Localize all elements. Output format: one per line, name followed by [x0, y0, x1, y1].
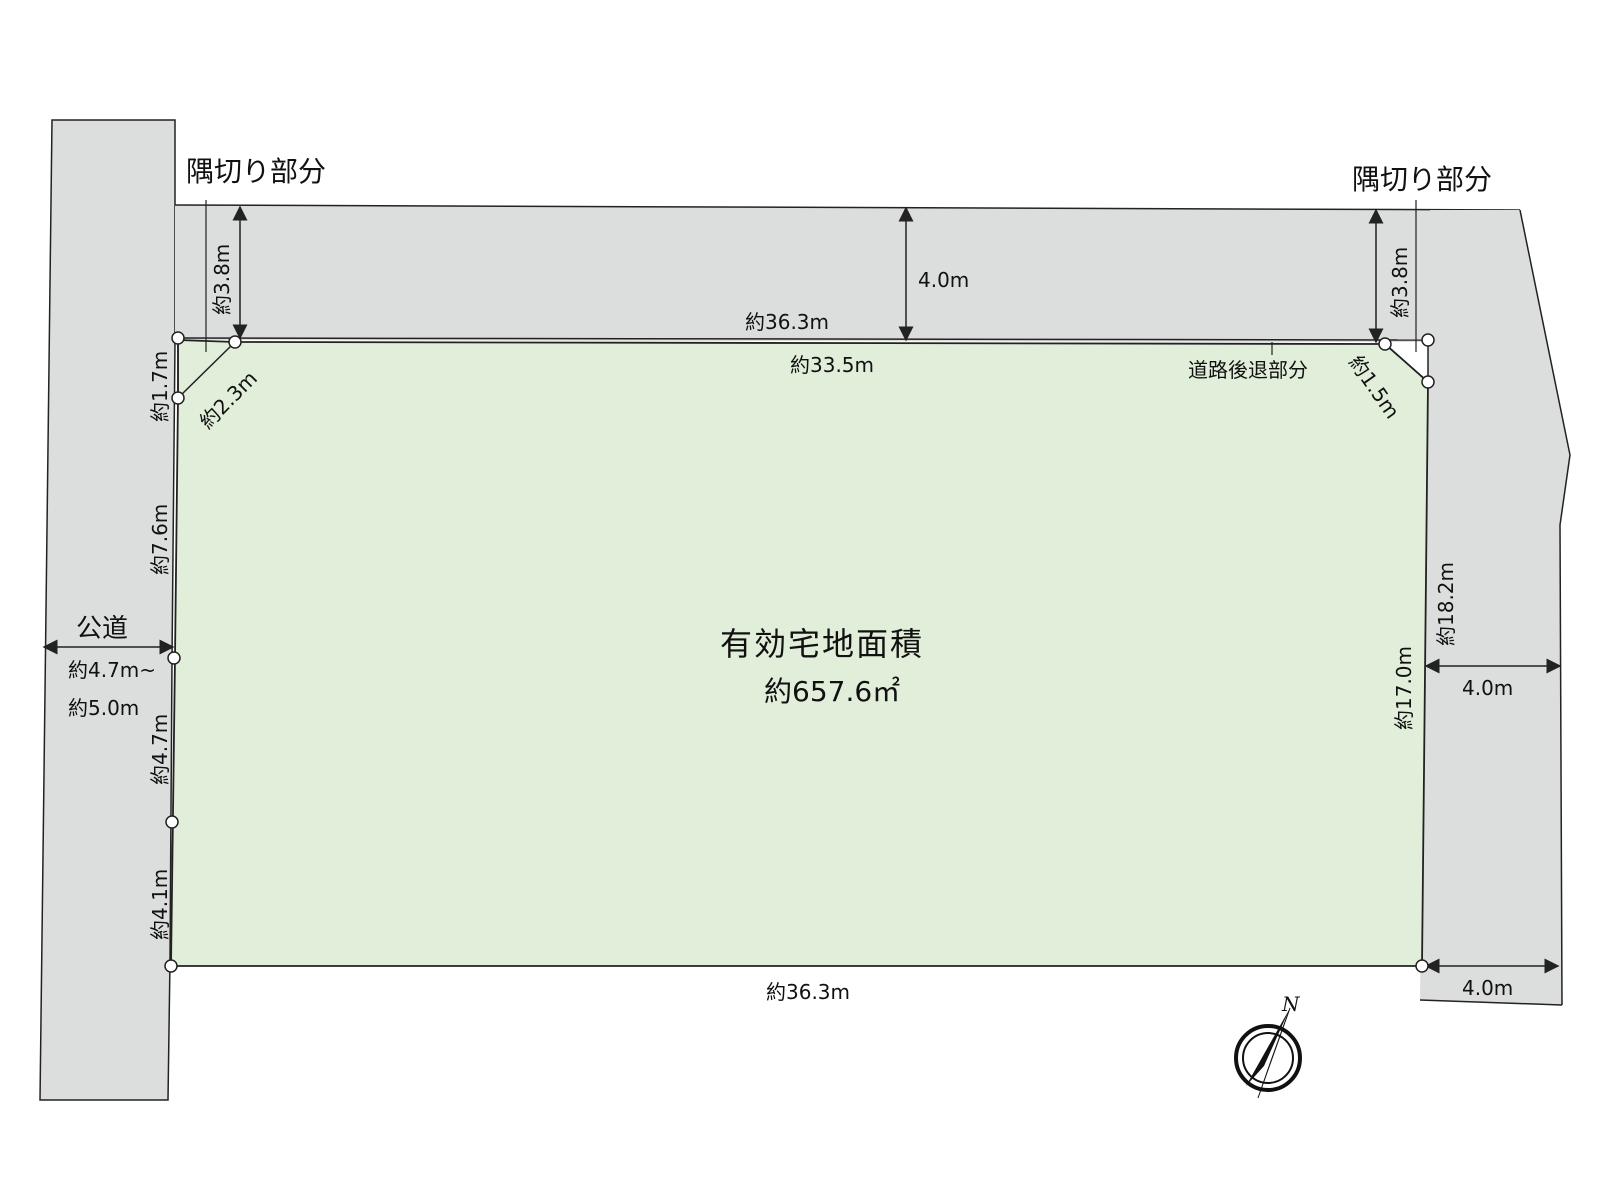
compass-icon: [1234, 1007, 1302, 1099]
public-road-label: 公道: [76, 614, 129, 644]
dim-top-right-setback-label: 約3.8m: [1388, 246, 1412, 318]
corner-cut-label-right: 隅切り部分: [1352, 163, 1493, 196]
vertex-markers: [164, 331, 1435, 973]
public-road-width-line2: 約5.0m: [68, 696, 140, 720]
dim-top-outer-length-label: 約36.3m: [745, 310, 830, 334]
compass-north-label: N: [1282, 992, 1300, 1016]
dim-left-side-3-label: 約4.1m: [148, 868, 172, 940]
dim-top-inner-length-label: 約33.5m: [790, 353, 875, 377]
effective-lot-area-value: 約657.6㎡: [764, 675, 901, 708]
dim-top-road-width-label: 4.0m: [918, 268, 970, 292]
right-road: [1420, 210, 1570, 1005]
effective-lot-area-title: 有効宅地面積: [720, 625, 925, 663]
dim-right-road-upper-label: 4.0m: [1462, 676, 1514, 700]
dim-left-side-2-label: 約4.7m: [148, 713, 172, 785]
dim-top-left-side-label: 約1.7m: [148, 350, 172, 422]
corner-cut-label-left: 隅切り部分: [186, 155, 327, 188]
top-road: [175, 205, 1525, 342]
dim-right-road-lower-label: 4.0m: [1462, 976, 1514, 1000]
dim-right-side-inner-label: 約17.0m: [1392, 645, 1416, 730]
dim-top-left-setback-label: 約3.8m: [210, 243, 234, 315]
public-road-width-line1: 約4.7m~: [68, 658, 157, 682]
dim-right-side-outer-label: 約18.2m: [1434, 561, 1458, 646]
dim-left-side-1-label: 約7.6m: [148, 503, 172, 575]
road-setback-label: 道路後退部分: [1188, 358, 1308, 382]
dim-bottom-length-label: 約36.3m: [766, 980, 851, 1004]
public-road-left: [39, 119, 176, 1101]
